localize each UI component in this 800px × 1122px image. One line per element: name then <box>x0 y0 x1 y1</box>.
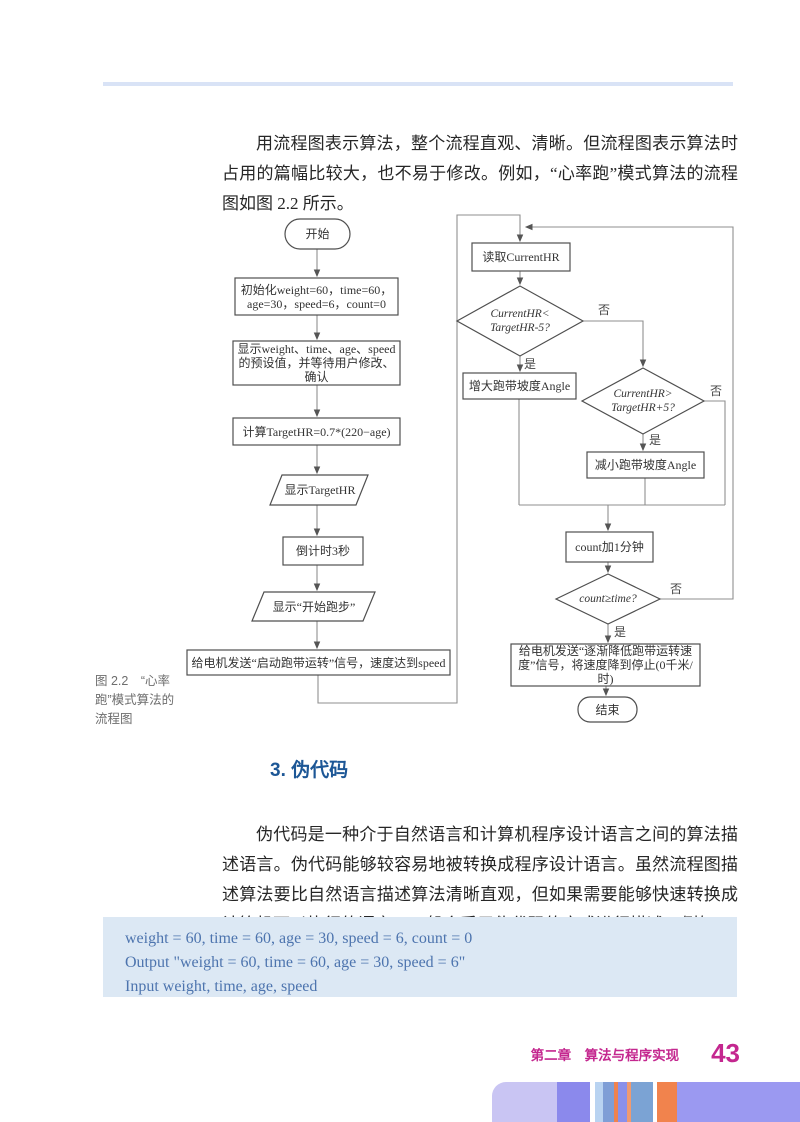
footer-page-number: 43 <box>711 1038 740 1068</box>
countdown-box-shape <box>282 536 364 566</box>
figure-caption: 图 2.2 “心率跑”模式算法的流程图 <box>95 674 175 726</box>
pseudocode-line: Output "weight = 60, time = 60, age = 30… <box>125 954 466 971</box>
cond-time-node-label: count≥time? <box>579 593 637 605</box>
section-heading: 3. 伪代码 <box>270 760 349 781</box>
end-node-label: 结束 <box>595 702 620 717</box>
init-box-shape <box>234 277 399 316</box>
flowchart-canvas <box>186 214 734 723</box>
inc-angle-node-label: 增大跑带坡度Angle <box>468 379 571 393</box>
start-terminator-shape <box>284 218 351 250</box>
cond-time-yes-label: 是 <box>614 625 627 639</box>
start-belt-node-label: 给电机发送“启动跑带运转”信号，速度达到speed <box>191 655 446 670</box>
footer-stripe <box>492 1082 557 1122</box>
flowchart-figure: 开始 初始化weight=60，time=60，age=30，speed=6，c… <box>90 205 770 735</box>
start-belt-box-shape <box>186 649 451 676</box>
footer-stripe <box>590 1082 595 1122</box>
show-presets-node-label: 显示weight、time、age、speed的预设值，并等待用户修改、确认 <box>237 342 396 384</box>
footer: 第二章 算法与程序实现 43 <box>480 1038 740 1069</box>
calc-target-box-shape <box>232 417 401 446</box>
pseudocode-line: Input weight, time, age, speed <box>125 978 318 995</box>
footer-stripe <box>631 1082 653 1122</box>
cond-high-diamond-shape <box>580 367 706 435</box>
countdown-node-label: 倒计时3秒 <box>295 544 350 558</box>
show-startrun-io-shape <box>251 591 376 622</box>
footer-stripe <box>627 1082 631 1122</box>
footer-stripe-bar <box>492 1082 800 1122</box>
read-hr-box-shape <box>471 242 571 272</box>
top-rule <box>103 82 733 86</box>
footer-stripe <box>677 1082 800 1122</box>
show-startrun-node-label: 显示“开始跑步” <box>272 599 356 614</box>
footer-stripe <box>614 1082 618 1122</box>
pseudocode-line: weight = 60, time = 60, age = 30, speed … <box>125 930 473 947</box>
cond-high-no-label: 否 <box>710 384 723 398</box>
cond-time-no-label: 否 <box>670 582 683 596</box>
count-add-node-label: count加1分钟 <box>575 540 644 554</box>
show-target-io-shape <box>269 474 369 506</box>
pseudocode-block: weight = 60, time = 60, age = 30, speed … <box>103 917 737 997</box>
footer-stripe <box>618 1082 627 1122</box>
cond-high-node-label: CurrentHR> TargetHR+5? <box>611 388 675 414</box>
dec-angle-node-label: 减小跑带坡度Angle <box>594 458 697 472</box>
count-add-box-shape <box>565 531 654 563</box>
footer-stripe <box>595 1082 603 1122</box>
read-hr-node-label: 读取CurrentHR <box>482 250 560 264</box>
calc-target-node-label: 计算TargetHR=0.7*(220−age) <box>242 424 391 439</box>
cond-high-yes-label: 是 <box>649 433 662 447</box>
init-node-label: 初始化weight=60，time=60，age=30，speed=6，coun… <box>240 283 393 311</box>
footer-stripe <box>653 1082 657 1122</box>
cond-low-node-label: CurrentHR< TargetHR-5? <box>490 308 550 334</box>
footer-chapter-title: 第二章 算法与程序实现 <box>530 1047 680 1063</box>
cond-low-yes-label: 是 <box>524 357 537 371</box>
footer-stripe <box>603 1082 614 1122</box>
start-node-label: 开始 <box>305 227 330 241</box>
footer-stripe <box>557 1082 590 1122</box>
show-presets-box-shape <box>232 340 401 386</box>
intro-paragraph: 用流程图表示算法，整个流程直观、清晰。但流程图表示算法时占用的篇幅比较大，也不易… <box>222 134 738 213</box>
cond-low-no-label: 否 <box>598 303 611 317</box>
cond-low-diamond-shape <box>455 285 585 357</box>
slow-belt-box-shape <box>510 643 701 687</box>
slow-belt-node-label: 给电机发送“逐渐降低跑带运转速度”信号，将速度降到停止(0千米/时) <box>518 644 693 686</box>
cond-time-diamond-shape <box>554 573 662 625</box>
dec-angle-box-shape <box>586 451 705 479</box>
end-terminator-shape <box>577 696 638 723</box>
footer-stripe <box>657 1082 677 1122</box>
inc-angle-box-shape <box>462 372 577 400</box>
show-target-node-label: 显示TargetHR <box>284 483 356 497</box>
